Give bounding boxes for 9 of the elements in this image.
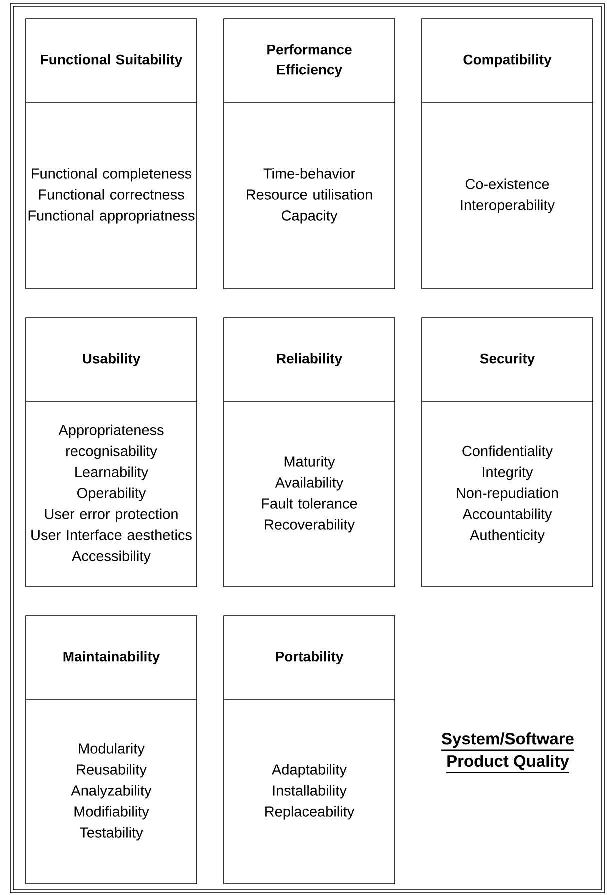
- quality-box: Performance Efficiency Time-behavior Resource utilisation Capacity: [224, 18, 396, 290]
- quality-box: Maintainability Modularity Reusability Analyzability Modifiability Testability: [26, 616, 198, 884]
- quality-box: Portability Adaptability Installability Replaceability: [224, 616, 396, 884]
- quality-box: Security Confidentiality Integrity Non-repudiation Accountability Authenticity: [422, 318, 594, 588]
- quality-box: Functional Suitability Functional completeness Functional correctness Functional appropriatness: [26, 18, 198, 290]
- title: System/Software Product Quality: [442, 732, 574, 770]
- quality-box: Compatibility Co-existence Interoperability: [422, 18, 594, 290]
- quality-box: Usability Appropriateness recognisability Learnability Operability User error protection User Interface aesthetics Accessibility: [26, 318, 198, 588]
- quality-box: Reliability Maturity Availability Fault tolerance Recoverability: [224, 318, 396, 588]
